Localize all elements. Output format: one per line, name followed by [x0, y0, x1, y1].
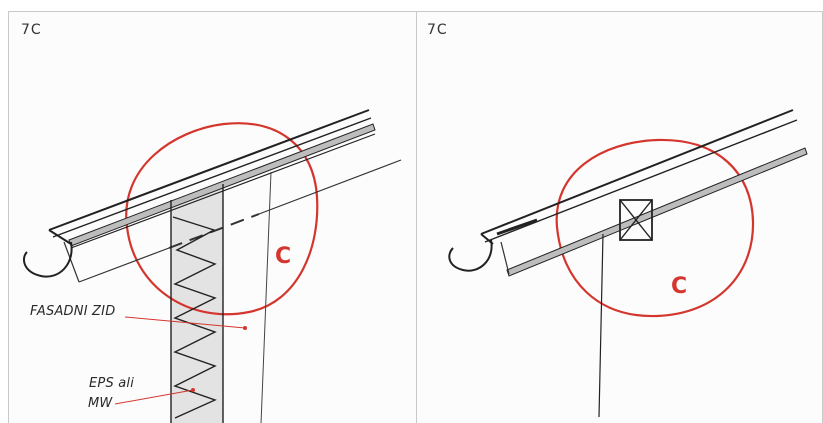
detail-code: 7C [21, 22, 42, 38]
roof-line-right-2 [484, 119, 798, 243]
insulation-label-mw: MW [88, 396, 113, 411]
wall-label: FASADNI ZID [30, 304, 116, 319]
detail-circle [125, 122, 319, 316]
insulation-zigzag [172, 216, 217, 419]
eave-line [63, 241, 80, 283]
ceiling-line-dashed [168, 213, 260, 249]
insulation-label-line1: EPS ali [89, 376, 134, 391]
roof-line-2 [52, 117, 372, 238]
wall-edge-right [260, 171, 272, 423]
flashing [496, 218, 538, 236]
gutter-top-right [480, 233, 494, 245]
right-detail-panel: 7C C [417, 11, 823, 423]
wall-leader-dot [243, 326, 247, 330]
beam-box [619, 199, 653, 241]
right-sketch-drawing [448, 109, 808, 418]
wall-shade [171, 184, 223, 423]
detail-circle-right [555, 138, 755, 318]
insulation-leader-dot [191, 388, 195, 392]
gutter-top [48, 229, 72, 245]
ceiling-line-a [78, 247, 170, 283]
detail-code-right: 7C [427, 22, 448, 38]
roof-top-line-right [480, 109, 794, 235]
left-detail-panel: 7C C FASADNI ZID EPS ali MW [8, 11, 417, 423]
insulation-label-connector: ali [118, 376, 135, 391]
detail-letter-right: C [671, 274, 688, 299]
post-line [598, 233, 604, 418]
insulation-leader-line [114, 389, 194, 405]
roof-top-line [48, 109, 370, 231]
insulation-label-eps: EPS [89, 376, 114, 391]
roof-hatch-layer-right [506, 147, 808, 277]
eave-line-right [500, 241, 510, 275]
gutter [23, 241, 73, 278]
ceiling-line-b [258, 159, 402, 215]
detail-letter: C [275, 244, 292, 269]
wall-leader-line [124, 316, 246, 329]
beam-cross-b [619, 199, 653, 241]
gutter-right [448, 239, 493, 272]
left-sketch-drawing [23, 109, 402, 423]
